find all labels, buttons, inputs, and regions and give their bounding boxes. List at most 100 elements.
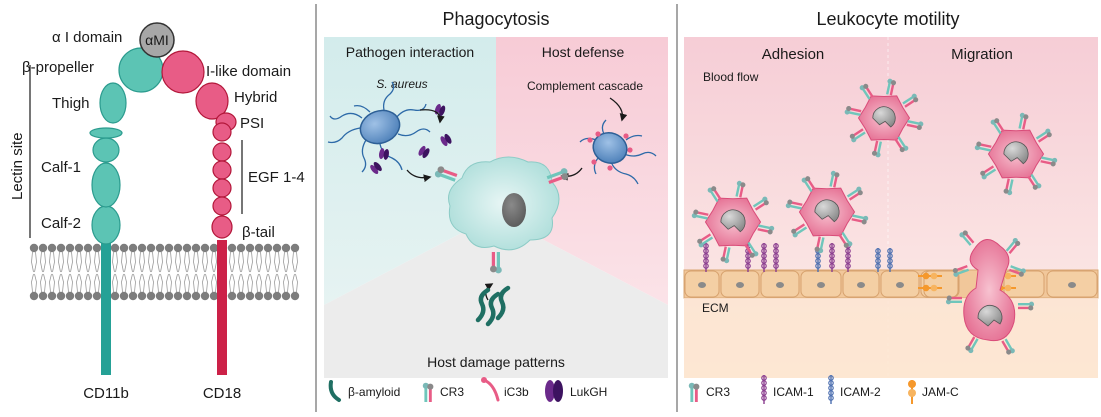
- cr3-receptor: [735, 180, 746, 198]
- pathogen-interaction-bg: [324, 37, 496, 305]
- beta-propeller-label: β-propeller: [22, 59, 94, 76]
- egf-domain: [212, 160, 232, 180]
- lipid-tail: [130, 273, 136, 293]
- endothelial-nucleus: [776, 282, 784, 288]
- ic3b-opsonin: [623, 133, 629, 139]
- cr3-receptor: [851, 214, 869, 225]
- lipid-head: [191, 291, 201, 301]
- lipid-tail: [292, 273, 298, 293]
- lipid-tail: [58, 273, 64, 293]
- lipid-tail: [283, 273, 289, 293]
- cr3-receptor: [707, 186, 722, 203]
- lipid-tail: [94, 273, 100, 293]
- cr3-receptor: [490, 252, 502, 274]
- lipid-head: [74, 291, 84, 301]
- lipid-head: [146, 243, 156, 253]
- lipid-head: [137, 291, 147, 301]
- lipid-head: [173, 243, 183, 253]
- lukgh-toxin: [379, 148, 389, 160]
- ic3b-opsonin: [587, 137, 593, 143]
- lipid-tail: [238, 273, 244, 293]
- cr3-receptor: [974, 141, 992, 152]
- cr3-receptor: [691, 209, 709, 220]
- thigh-label: Thigh: [52, 95, 90, 112]
- cr3-receptor: [422, 382, 434, 402]
- leukocyte-motility-panel: Leukocyte motility Adhesion Migration Bl…: [683, 9, 1099, 404]
- beta-amyloid-fibrils: [475, 285, 511, 327]
- lipid-tail: [49, 251, 55, 273]
- lipid-tail: [67, 251, 73, 273]
- ecm-region: [684, 298, 1098, 378]
- icam2-legend-icon: [828, 375, 834, 404]
- lipid-head: [83, 291, 93, 301]
- cr3-legend-icon-2: [688, 382, 700, 402]
- lipid-tail: [139, 251, 145, 273]
- lipid-head: [56, 291, 66, 301]
- integrin-structure: αMI α I domain β-propeller Thigh Calf-1 …: [9, 22, 305, 402]
- leukocyte-nucleus: [720, 209, 746, 233]
- jam-c: [1004, 272, 1012, 280]
- lipid-head: [263, 243, 273, 253]
- lipid-tail: [175, 273, 181, 293]
- lipid-head: [119, 243, 129, 253]
- leukocyte-nucleus: [1003, 141, 1029, 165]
- lipid-tail: [148, 251, 154, 273]
- cr3-receptor: [838, 231, 853, 248]
- lipid-head: [155, 291, 165, 301]
- lipid-head: [164, 291, 174, 301]
- lukgh-toxin: [418, 145, 430, 159]
- lukgh-toxin: [440, 133, 452, 147]
- lipid-head: [245, 291, 255, 301]
- leukocyte-motility-title: Leukocyte motility: [816, 9, 959, 29]
- lipid-head: [47, 243, 57, 253]
- lipid-head: [173, 291, 183, 301]
- alpha-m-i-domain: [139, 22, 175, 58]
- icam-receptor: [761, 243, 767, 272]
- arrow-pathogen-to-cell: [406, 169, 432, 183]
- ic3b-opsonin: [627, 147, 633, 153]
- cr3-receptor: [902, 93, 919, 108]
- lipid-tail: [121, 273, 127, 293]
- cr3-receptor: [1035, 128, 1052, 143]
- jam-c: [922, 272, 930, 280]
- lipid-head: [92, 291, 102, 301]
- lipid-head: [182, 243, 192, 253]
- lipid-tail: [265, 251, 271, 273]
- lipid-tail: [238, 251, 244, 273]
- lipid-tail: [211, 273, 217, 293]
- phagocyte-nucleus: [502, 193, 526, 227]
- lipid-tail: [76, 273, 82, 293]
- egf-domain: [212, 178, 232, 198]
- lipid-tail: [193, 251, 199, 273]
- cr3-receptor: [434, 166, 458, 182]
- calf2-label: Calf-2: [41, 215, 81, 232]
- lukgh-toxin: [370, 161, 382, 175]
- leukocyte-nucleus: [872, 106, 896, 128]
- cr3-receptor: [752, 196, 769, 211]
- lipid-tail: [229, 273, 235, 293]
- lipid-tail: [121, 251, 127, 273]
- lipid-tail: [256, 273, 262, 293]
- lipid-head: [92, 243, 102, 253]
- lipid-tail: [31, 251, 37, 273]
- cd11b-transmembrane: [101, 240, 111, 375]
- psi-label: PSI: [240, 115, 264, 132]
- cr3-receptor: [801, 176, 816, 193]
- alpha-i-domain-label: α I domain: [52, 29, 122, 46]
- lipid-head: [254, 243, 264, 253]
- arrow-toxin: [419, 109, 445, 124]
- lipid-tail: [76, 251, 82, 273]
- alpha-m-i-label: αMI: [145, 32, 169, 48]
- lipid-tail: [283, 251, 289, 273]
- lipid-tail: [148, 273, 154, 293]
- lipid-head: [128, 243, 138, 253]
- lipid-head: [65, 291, 75, 301]
- cr3-receptor: [886, 78, 897, 96]
- cr3-receptor: [844, 105, 862, 116]
- lipid-tail: [85, 251, 91, 273]
- lipid-tail: [85, 273, 91, 293]
- cr3-receptor: [829, 170, 840, 188]
- leukocyte: [785, 170, 869, 254]
- calf-knee: [92, 137, 120, 163]
- phagocytosis-title: Phagocytosis: [442, 9, 549, 29]
